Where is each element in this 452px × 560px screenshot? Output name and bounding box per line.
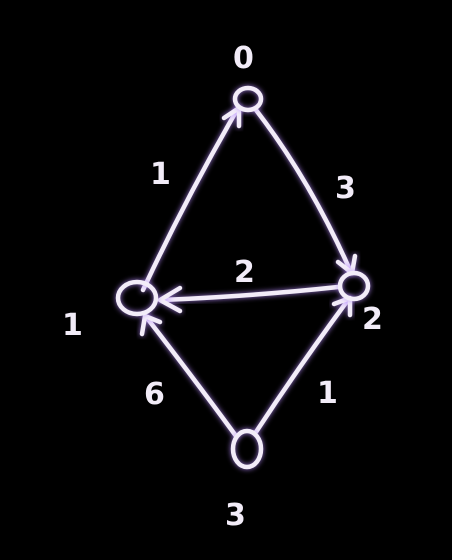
edge-1-to-0 bbox=[140, 105, 242, 293]
edge-3-to-2 bbox=[253, 295, 353, 435]
edge-1-to-0-weight: 1 bbox=[150, 157, 171, 192]
node-1-circle bbox=[115, 279, 159, 317]
node-1-label: 1 bbox=[62, 308, 83, 343]
edge-2-to-1-weight: 2 bbox=[234, 255, 255, 290]
node-3-circle bbox=[230, 428, 264, 470]
edge-3-to-1-weight: 6 bbox=[144, 377, 165, 412]
node-3-label: 3 bbox=[225, 498, 246, 533]
node-2-circle bbox=[337, 270, 371, 302]
edge-3-to-2-weight: 1 bbox=[317, 376, 338, 411]
edge-3-to-1 bbox=[139, 313, 239, 439]
edge-0-to-2-weight: 3 bbox=[335, 171, 356, 206]
node-2-label: 2 bbox=[362, 302, 383, 337]
edge-2-to-1 bbox=[157, 284, 341, 314]
node-0-label: 0 bbox=[233, 41, 254, 76]
node-0-circle bbox=[232, 85, 264, 113]
